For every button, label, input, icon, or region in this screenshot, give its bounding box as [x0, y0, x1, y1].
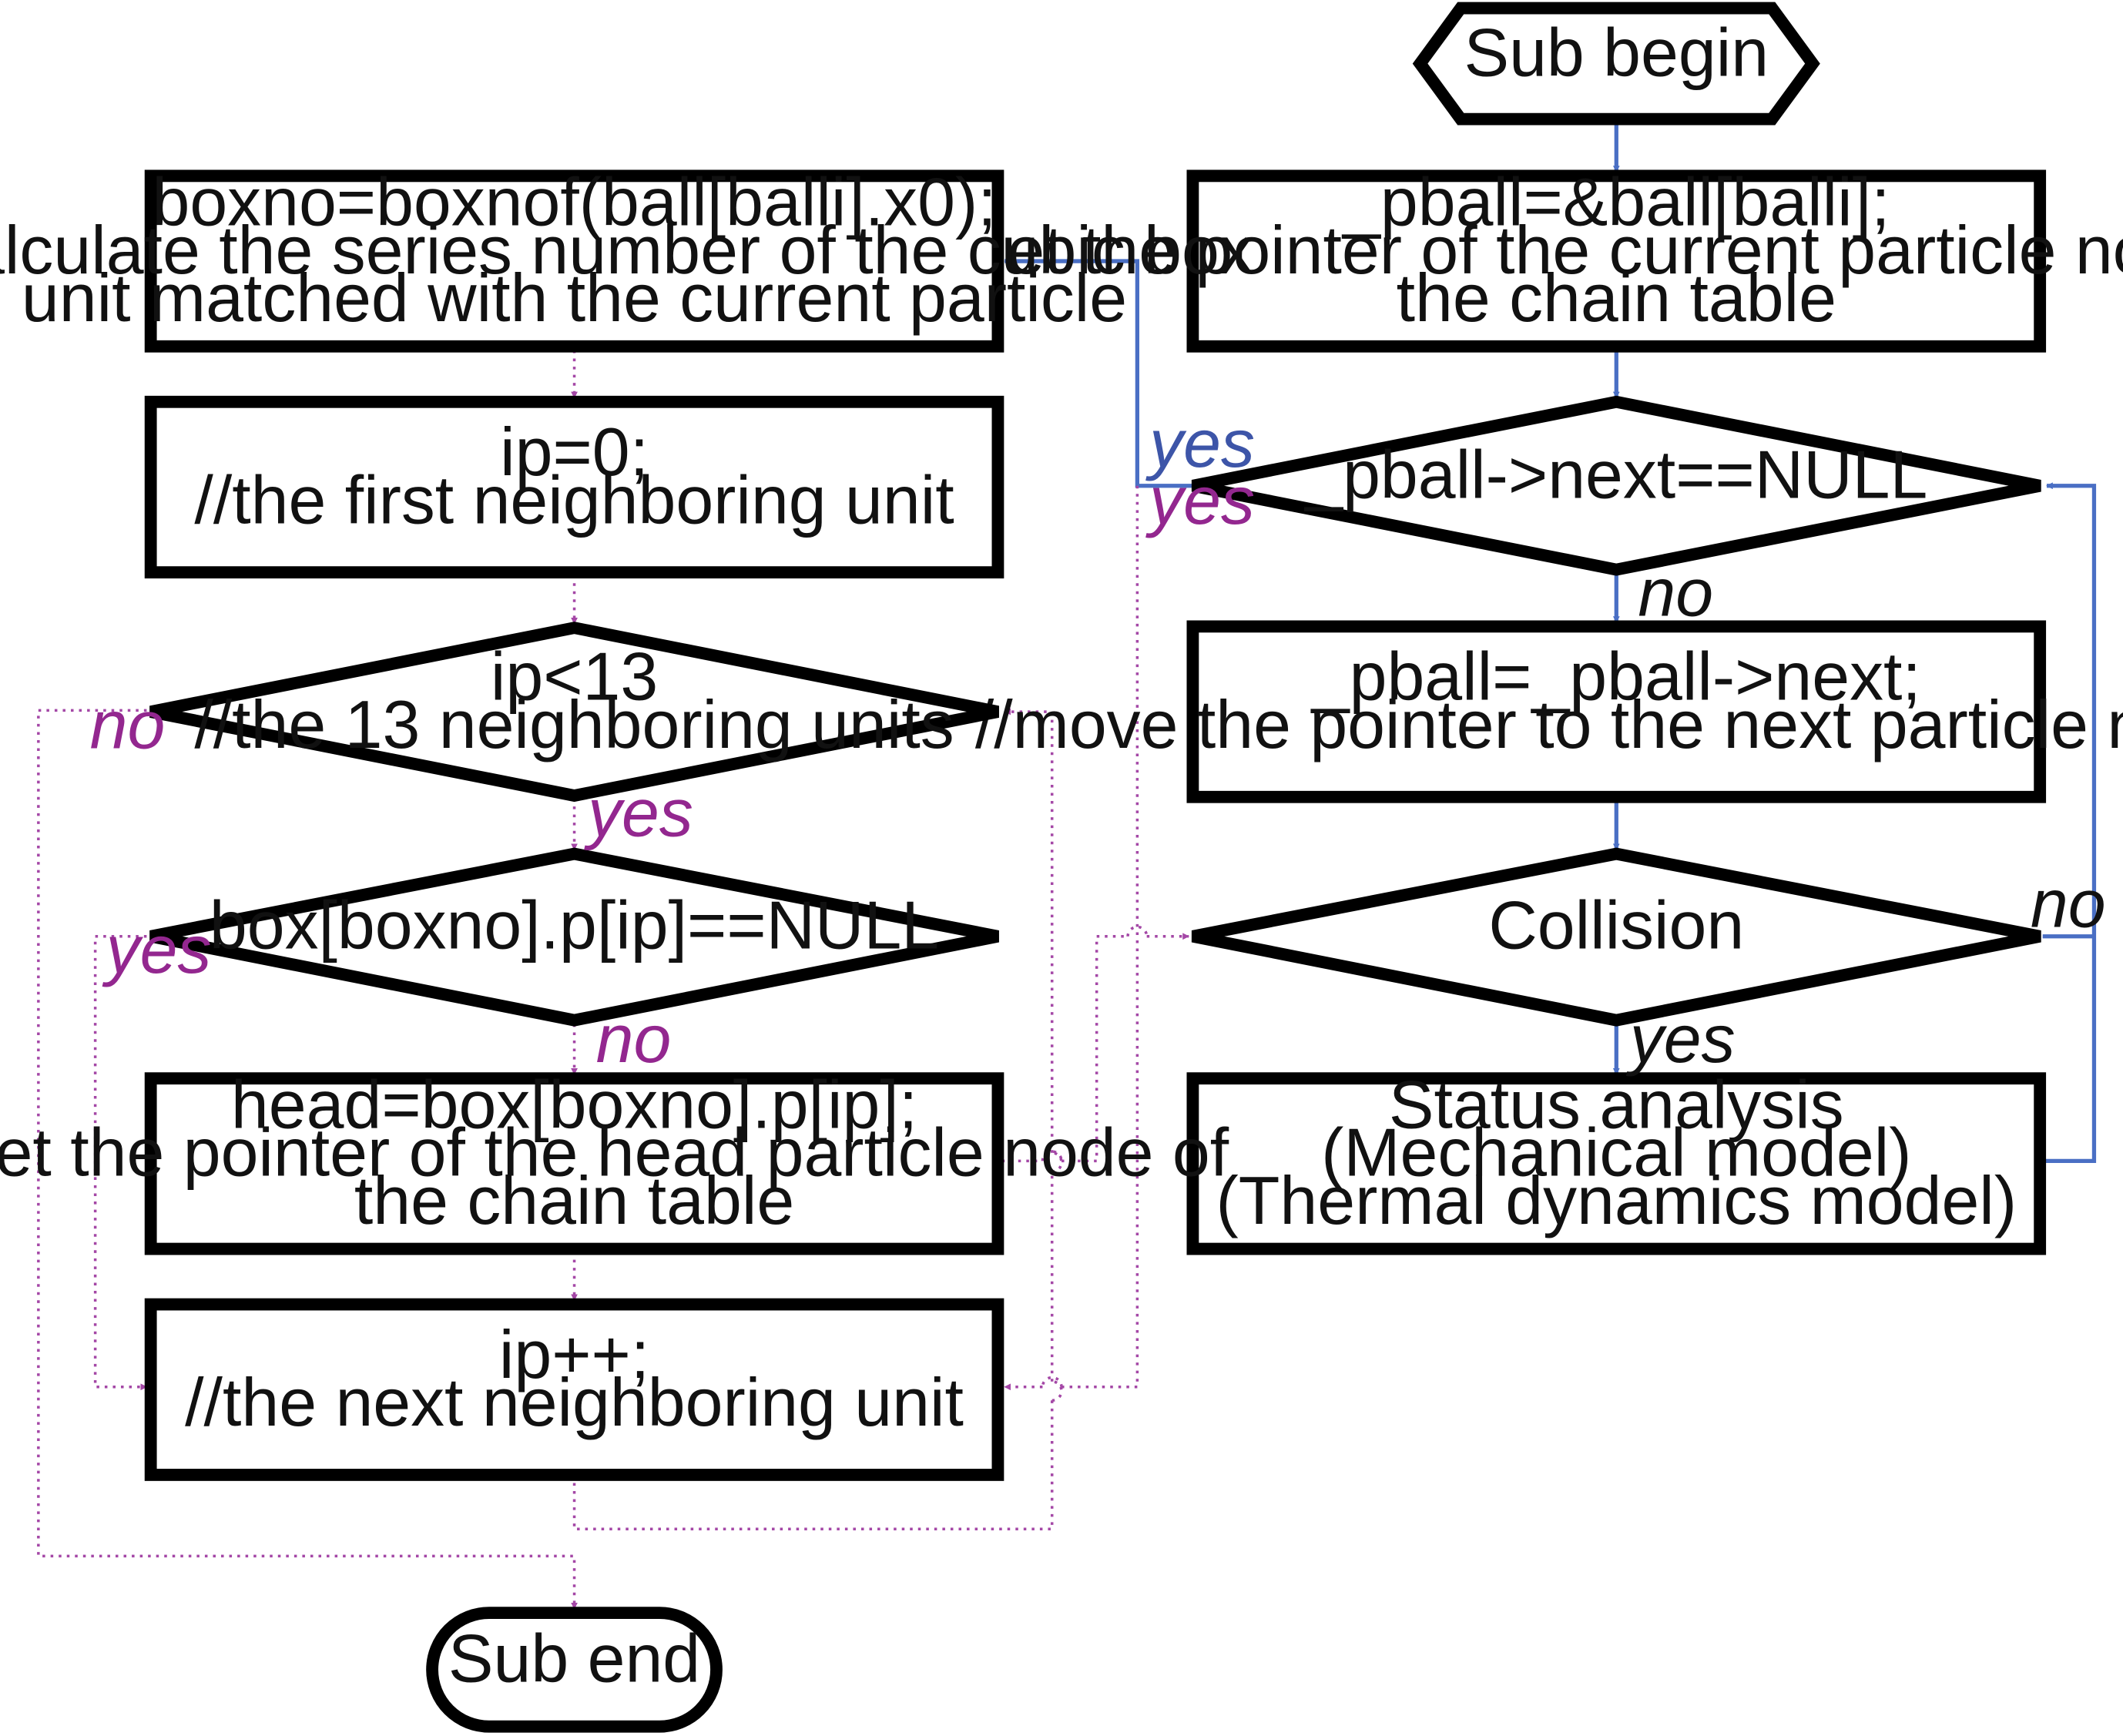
- pball-next-line-1: _pball=_pball->next;: [1310, 638, 1921, 715]
- box-null-check-line-1: box[boxno].p[ip]==NULL: [210, 887, 939, 964]
- status-analysis-line-2: (Mechanical model): [1321, 1114, 1911, 1191]
- boxno-text: boxno=boxnof(ball[balli].x0);//calculate…: [0, 164, 1253, 337]
- box-null-check-text: box[boxno].p[ip]==NULL: [210, 887, 939, 964]
- ip-check-text: ip<13//the 13 neighboring units: [194, 638, 954, 762]
- node-ip-increment: ip++;//the next neighboring unit: [144, 1298, 1004, 1481]
- pball-next-line-2: //move the pointer to the next particle …: [975, 686, 2123, 762]
- node-pball-next: _pball=_pball->next;//move the pointer t…: [975, 620, 2123, 803]
- edge-status-loop-back: [2042, 482, 2097, 1163]
- node-collision: Collision: [1191, 847, 2041, 1027]
- status-analysis-line-1: Status analysis: [1389, 1066, 1844, 1142]
- node-head-assign: head=box[boxno].p[ip];//get the pointer …: [0, 1066, 1229, 1255]
- head-assign-line-2: //get the pointer of the head particle n…: [0, 1114, 1229, 1191]
- pball-assign-line-2: //get the pointer of the current particl…: [932, 212, 2123, 288]
- edge-head-to-collision-hop2: [1126, 925, 1149, 937]
- connectors: [37, 124, 2097, 1610]
- edge-null-yes-to-increment-hop: [1041, 1376, 1063, 1387]
- pball-assign-text: _pball=&ball[balli];//get the pointer of…: [932, 164, 2123, 337]
- pball-assign-line-3: the chain table: [1397, 260, 1836, 336]
- sub-begin-text: Sub begin: [1464, 14, 1769, 90]
- node-pball-assign: _pball=&ball[balli];//get the pointer of…: [932, 164, 2123, 353]
- ip-increment-text: ip++;//the next neighboring unit: [185, 1316, 964, 1440]
- ip-check-line-1: ip<13: [491, 638, 658, 715]
- sub-begin-line-1: Sub begin: [1464, 14, 1769, 90]
- edge-increment-loop-top: [1004, 708, 1054, 1153]
- pball-assign-line-1: _pball=&ball[balli];: [1341, 164, 1890, 240]
- label-null-yes-blue: yes: [1145, 405, 1255, 481]
- sub-end-text: Sub end: [448, 1620, 700, 1697]
- sub-end-line-1: Sub end: [448, 1620, 700, 1697]
- status-analysis-line-3: (Thermal dynamics model): [1216, 1162, 2017, 1238]
- label-collision-yes: yes: [1626, 1000, 1736, 1077]
- edge-null-yes-to-increment: [1062, 485, 1139, 1389]
- label-ip-no: no: [90, 687, 166, 763]
- label-box-yes: yes: [102, 911, 212, 987]
- edge-null-yes-to-boxno: [1004, 257, 1195, 488]
- node-sub-end: Sub end: [426, 1607, 723, 1733]
- node-pball-null-check: _pball->next==NULL: [1191, 395, 2041, 576]
- head-assign-text: head=box[boxno].p[ip];//get the pointer …: [0, 1066, 1229, 1238]
- head-assign-line-3: the chain table: [354, 1162, 794, 1238]
- pball-next-text: _pball=_pball->next;//move the pointer t…: [975, 638, 2123, 762]
- label-null-yes-purple: yes: [1145, 462, 1255, 538]
- node-status-analysis: Status analysis(Mechanical model)(Therma…: [1186, 1066, 2047, 1255]
- collision-text: Collision: [1488, 887, 1744, 964]
- edge-box-check-yes: [93, 934, 148, 1391]
- node-boxno: boxno=boxnof(ball[balli].x0);//calculate…: [0, 164, 1253, 353]
- ip-init-line-1: ip=0;: [500, 414, 649, 490]
- ip-increment-line-1: ip++;: [499, 1316, 649, 1392]
- head-assign-line-1: head=box[boxno].p[ip];: [231, 1066, 917, 1142]
- pball-null-check-line-1: _pball->next==NULL: [1303, 437, 1927, 513]
- node-sub-begin: Sub begin: [1412, 2, 1820, 126]
- edge-head-to-collision-hop: [1041, 1150, 1063, 1161]
- label-collision-no: no: [2031, 865, 2106, 941]
- boxno-line-1: boxno=boxnof(ball[balli].x0);: [152, 164, 996, 240]
- label-ip-yes: yes: [584, 775, 693, 851]
- status-analysis-text: Status analysis(Mechanical model)(Therma…: [1216, 1066, 2017, 1238]
- node-ip-check: ip<13//the 13 neighboring units: [149, 622, 999, 803]
- boxno-line-2: //calculate the series number of the cub…: [0, 212, 1253, 288]
- ip-init-text: ip=0;//the first neighboring unit: [194, 414, 954, 538]
- node-box-null-check: box[boxno].p[ip]==NULL: [149, 847, 999, 1027]
- pball-null-check-text: _pball->next==NULL: [1303, 437, 1927, 513]
- ip-init-line-2: //the first neighboring unit: [194, 461, 954, 538]
- ip-increment-line-2: //the next neighboring unit: [185, 1364, 964, 1440]
- ip-check-line-2: //the 13 neighboring units: [194, 686, 954, 762]
- edge-head-to-collision-b: [1062, 934, 1129, 1163]
- node-ip-init: ip=0;//the first neighboring unit: [144, 395, 1004, 579]
- edge-labels: yes yes no no yes no yes yes no: [90, 405, 2106, 1077]
- edge-increment-loop: [572, 1400, 1054, 1530]
- label-null-no: no: [1638, 554, 1713, 630]
- label-box-no: no: [596, 1000, 672, 1077]
- boxno-line-3: unit matched with the current particle: [22, 260, 1127, 336]
- edge-increment-loop-hop1: [1051, 1379, 1063, 1403]
- collision-line-1: Collision: [1488, 887, 1744, 964]
